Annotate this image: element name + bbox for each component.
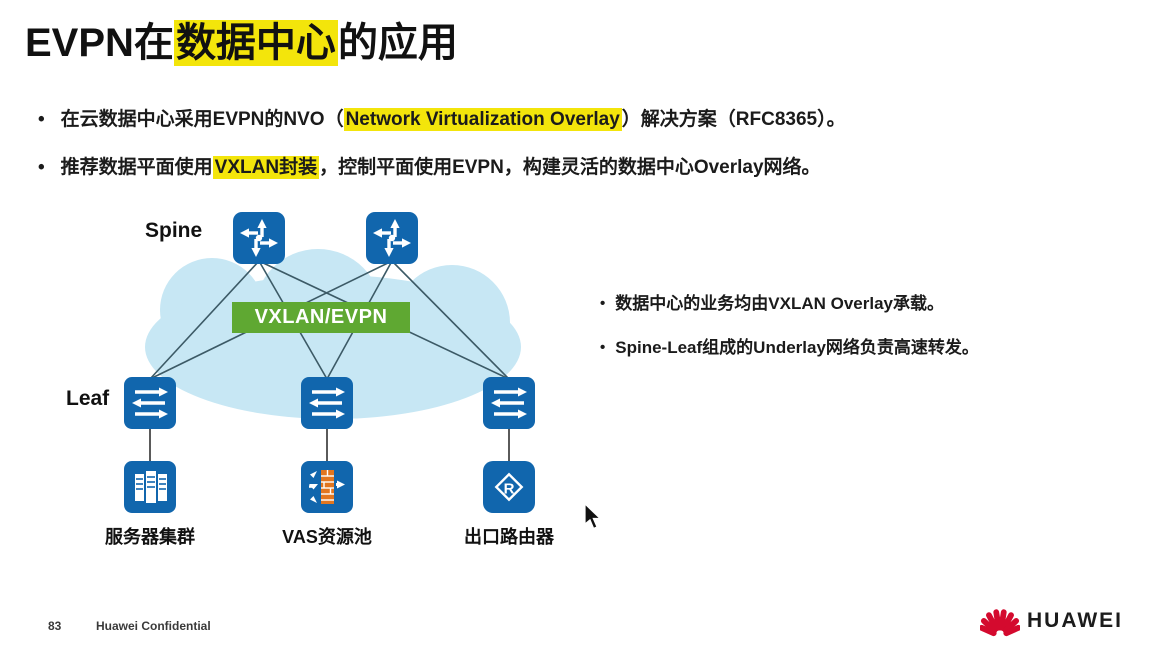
bullet-nvo-solution: • 在云数据中心采用EVPN的NVO（Network Virtualizatio… [38,107,1138,132]
leaf-tier-label: Leaf [66,387,110,410]
svg-text:R: R [504,481,515,498]
bullet1-post: ）解决方案（RFC8365）。 [621,109,846,130]
bullet1-highlight: Network Virtualization Overlay [343,108,622,131]
server-cluster-icon [124,461,176,513]
bullet-dot: • [38,109,45,130]
note-text: 数据中心的业务均由VXLAN Overlay承载。 [615,294,944,313]
spine2-router-icon [366,212,418,264]
vxlan-evpn-overlay-box: VXLAN/EVPN [232,302,410,333]
bullet2-pre: 推荐数据平面使用 [60,157,213,178]
page-number: 83 [48,619,62,633]
vas-pool-label: VAS资源池 [282,527,372,547]
leaf3-switch-icon [483,377,535,429]
note-dot: • [600,339,606,356]
huawei-flower-icon [980,609,1020,637]
spine1-router-icon [233,212,285,264]
topology-diagram: Spine Leaf VXLAN/EVPN [0,195,640,555]
spine-tier-label: Spine [145,219,203,242]
bullet1-pre: 在云数据中心采用EVPN的NVO（ [60,109,344,130]
title-text-pre: EVPN在 [25,21,174,65]
server-cluster-label: 服务器集群 [105,527,195,547]
bullet2-post: ，控制平面使用EVPN，构建灵活的数据中心Overlay网络。 [319,157,821,178]
leaf-device-links [149,427,510,463]
note-dot: • [600,295,606,312]
firewall-vas-icon [301,461,353,513]
note-vxlan-overlay: • 数据中心的业务均由VXLAN Overlay承载。 [600,293,944,315]
note-text: Spine-Leaf组成的Underlay网络负责高速转发。 [615,338,979,357]
page-title: EVPN在数据中心的应用 [25,20,458,66]
bullet-dot: • [38,157,45,178]
confidential-label: Huawei Confidential [96,619,211,633]
huawei-logo: HUAWEI [980,604,1123,638]
bullet2-highlight: VXLAN封装 [212,156,320,179]
exit-router-icon: R [483,461,535,513]
note-spine-leaf-underlay: • Spine-Leaf组成的Underlay网络负责高速转发。 [600,337,979,359]
leaf2-switch-icon [301,377,353,429]
title-text-post: 的应用 [337,21,458,65]
exit-router-label: 出口路由器 [464,527,554,547]
mouse-cursor [584,503,602,530]
title-highlight: 数据中心 [173,20,338,66]
bullet-text: 在云数据中心采用EVPN的NVO（Network Virtualization … [61,107,846,132]
huawei-brand-text: HUAWEI [1027,609,1123,632]
leaf1-switch-icon [124,377,176,429]
